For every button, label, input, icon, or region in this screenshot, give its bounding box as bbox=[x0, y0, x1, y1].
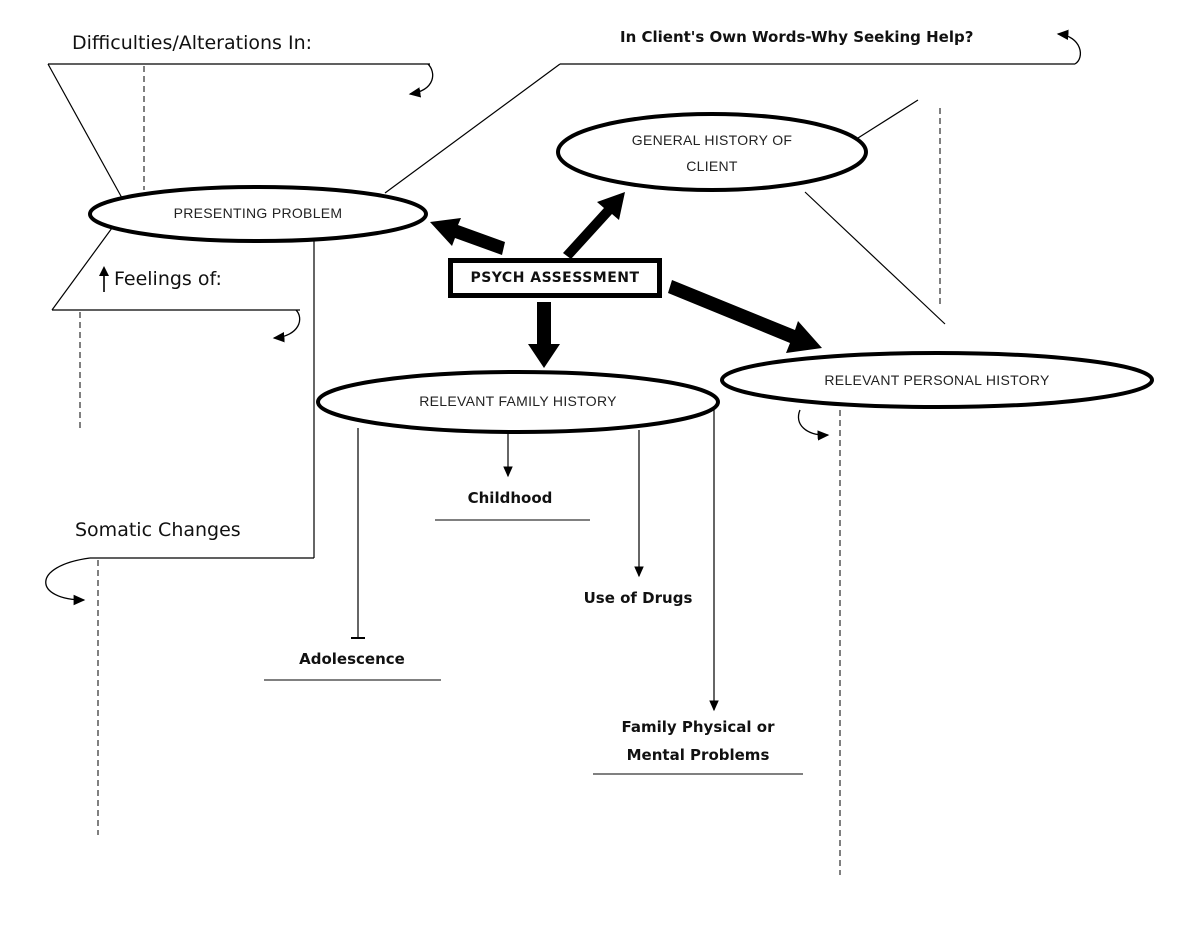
family-history-oval bbox=[316, 370, 720, 434]
feelings-label: Feelings of: bbox=[114, 268, 222, 290]
psych-assessment-box: PSYCH ASSESSMENT bbox=[448, 258, 662, 298]
curved-arrow-icon bbox=[45, 29, 1081, 606]
adolescence-label: Adolescence bbox=[299, 650, 405, 668]
family-problems-label-line1: Family Physical or bbox=[621, 718, 775, 736]
presenting-problem-label: PRESENTING PROBLEM bbox=[173, 205, 343, 221]
general-history-label-line2: CLIENT bbox=[686, 158, 738, 174]
ovals bbox=[88, 112, 1154, 434]
underlines bbox=[264, 519, 803, 775]
family-history-branches bbox=[351, 410, 719, 712]
personal-history-oval bbox=[720, 351, 1154, 409]
family-problems-label-line2: Mental Problems bbox=[626, 746, 770, 764]
bold-arrows bbox=[430, 192, 822, 368]
dashed-lines bbox=[79, 66, 941, 875]
difficulties-label: Difficulties/Alterations In: bbox=[72, 32, 313, 54]
arrow-to-family-history bbox=[528, 302, 560, 368]
presenting-problem-connectors bbox=[47, 63, 1075, 559]
arrow-to-personal-history bbox=[668, 280, 822, 353]
personal-history-label: RELEVANT PERSONAL HISTORY bbox=[824, 372, 1050, 388]
arrow-to-general-history bbox=[563, 192, 625, 259]
family-history-label: RELEVANT FAMILY HISTORY bbox=[419, 393, 617, 409]
presenting-problem-oval bbox=[88, 185, 428, 243]
childhood-label: Childhood bbox=[467, 489, 553, 507]
general-history-label-line1: GENERAL HISTORY OF bbox=[631, 132, 793, 148]
own-words-label: In Client's Own Words-Why Seeking Help? bbox=[620, 28, 974, 46]
psych-assessment-label: PSYCH ASSESSMENT bbox=[470, 270, 640, 286]
up-arrow-icon bbox=[99, 266, 109, 292]
general-history-oval bbox=[556, 112, 868, 192]
somatic-changes-label: Somatic Changes bbox=[75, 519, 241, 541]
arrow-to-presenting-problem bbox=[430, 218, 505, 255]
use-of-drugs-label: Use of Drugs bbox=[583, 589, 693, 607]
